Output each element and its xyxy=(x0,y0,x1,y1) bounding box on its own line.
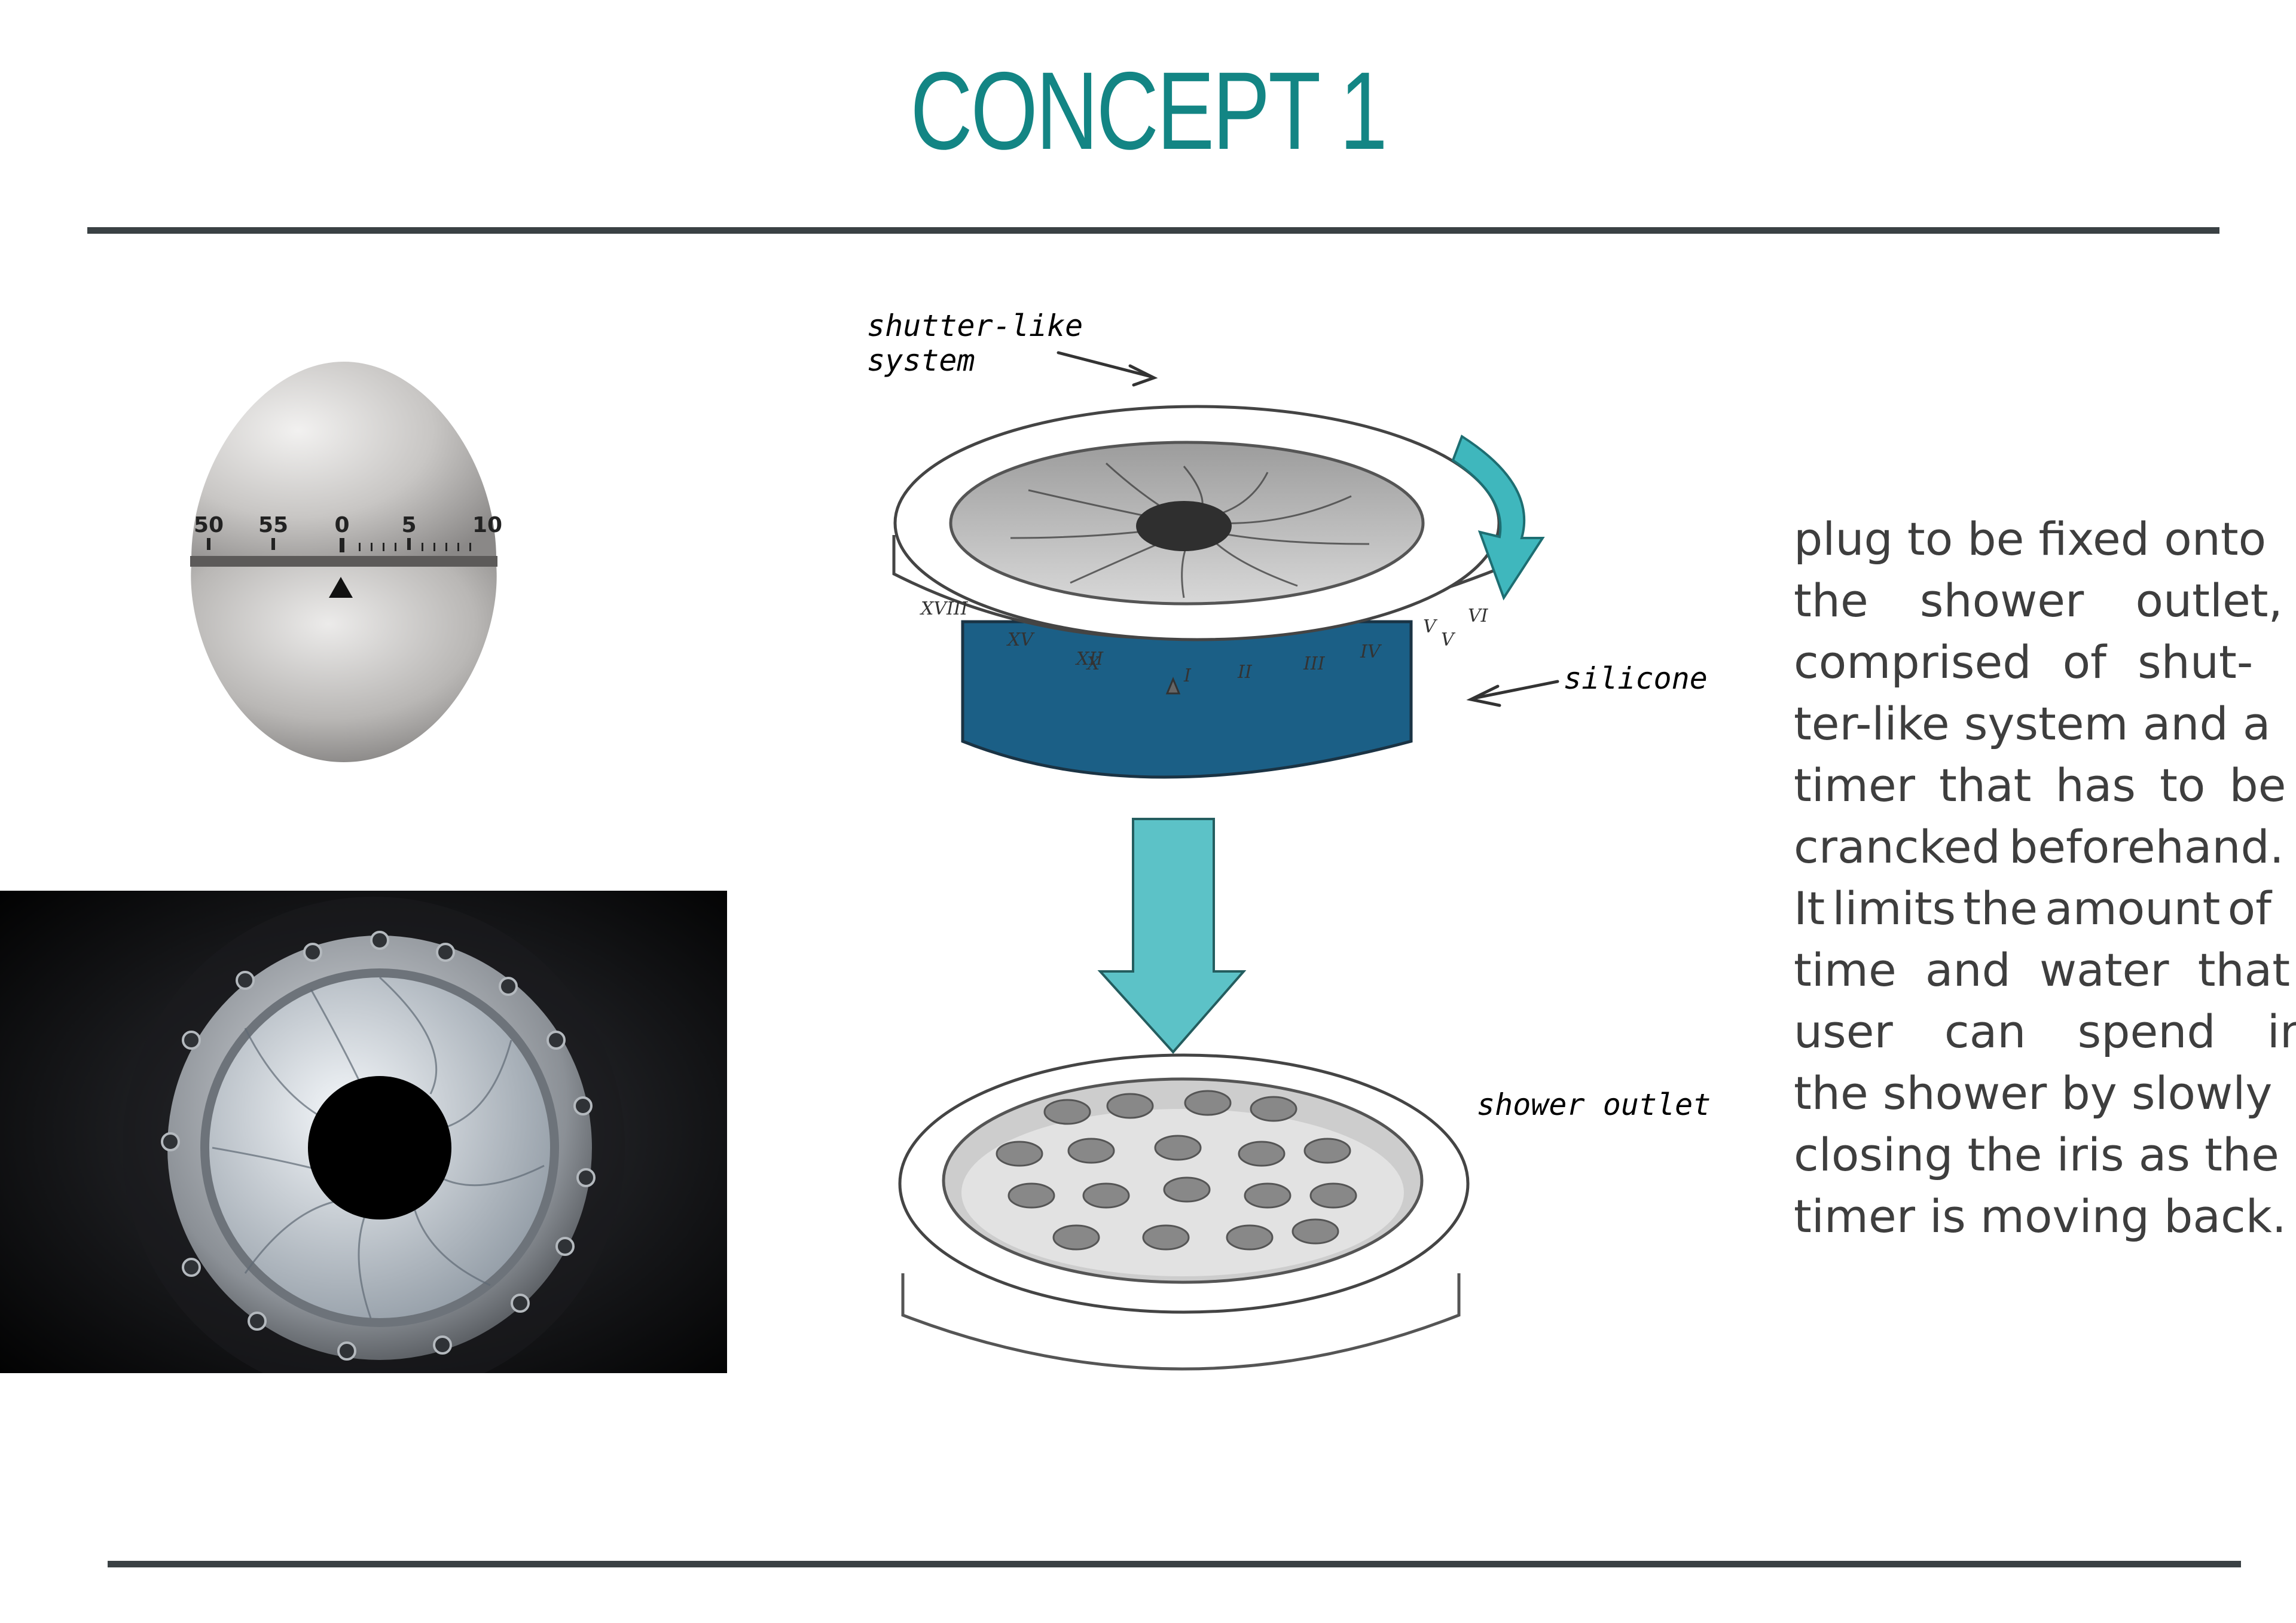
dial-mark: X xyxy=(1086,653,1101,674)
description-line: timer is moving back. xyxy=(1794,1190,2286,1243)
dial-number: 10 xyxy=(472,513,502,537)
description-line: closing the iris as the xyxy=(1794,1128,2279,1181)
description-line: comprised of shut- xyxy=(1794,635,2254,689)
description-line: the shower outlet, xyxy=(1794,574,2283,627)
description-line: the shower by slowly xyxy=(1794,1066,2273,1120)
description-line: It limits the amount of xyxy=(1794,882,2271,935)
down-arrow-icon xyxy=(1097,818,1247,1055)
dial-mark: V xyxy=(1423,616,1438,637)
concept-sketch: shutter-like system silicone shower outl… xyxy=(867,308,1711,1371)
dial-mark: II xyxy=(1237,662,1253,683)
top-divider xyxy=(87,227,2219,234)
description-line: time and water that xyxy=(1794,943,2291,997)
dial-mark: III xyxy=(1303,653,1326,674)
annotation-shower-outlet: shower outlet xyxy=(1477,1087,1711,1122)
description-line: crancked beforehand. xyxy=(1794,820,2284,873)
dial-mark: XVIII xyxy=(920,598,969,619)
dial-mark: V xyxy=(1441,629,1456,650)
egg-timer-photo: 50 55 0 5 10 xyxy=(190,362,502,762)
dial-number: 55 xyxy=(258,513,288,537)
description-line: ter-like system and a xyxy=(1794,697,2271,750)
bottom-divider xyxy=(108,1561,2241,1567)
description-line: plug to be fixed onto xyxy=(1794,512,2267,566)
dial-mark: VI xyxy=(1468,606,1489,626)
annotation-shutter-line2: system xyxy=(867,343,975,378)
description-line: timer that has to be xyxy=(1794,759,2286,812)
concept-description: plug to be fixed onto the shower outlet,… xyxy=(1794,508,2296,1247)
dial-number: 0 xyxy=(334,513,349,537)
camera-iris-photo xyxy=(0,891,727,1373)
dial-mark: XII xyxy=(1075,649,1104,670)
page-title: CONCEPT 1 xyxy=(910,50,1387,173)
rotation-arrow-icon xyxy=(1451,434,1545,601)
dial-mark: I xyxy=(1183,665,1192,686)
annotation-silicone: silicone xyxy=(1564,661,1708,696)
dial-mark: IV xyxy=(1360,641,1382,662)
description-line: user can spend in xyxy=(1794,1005,2296,1058)
dial-number: 5 xyxy=(401,513,416,537)
dial-mark: XV xyxy=(1006,629,1035,650)
annotation-shutter-line1: shutter-like xyxy=(867,308,1083,343)
dial-number: 50 xyxy=(194,513,224,537)
